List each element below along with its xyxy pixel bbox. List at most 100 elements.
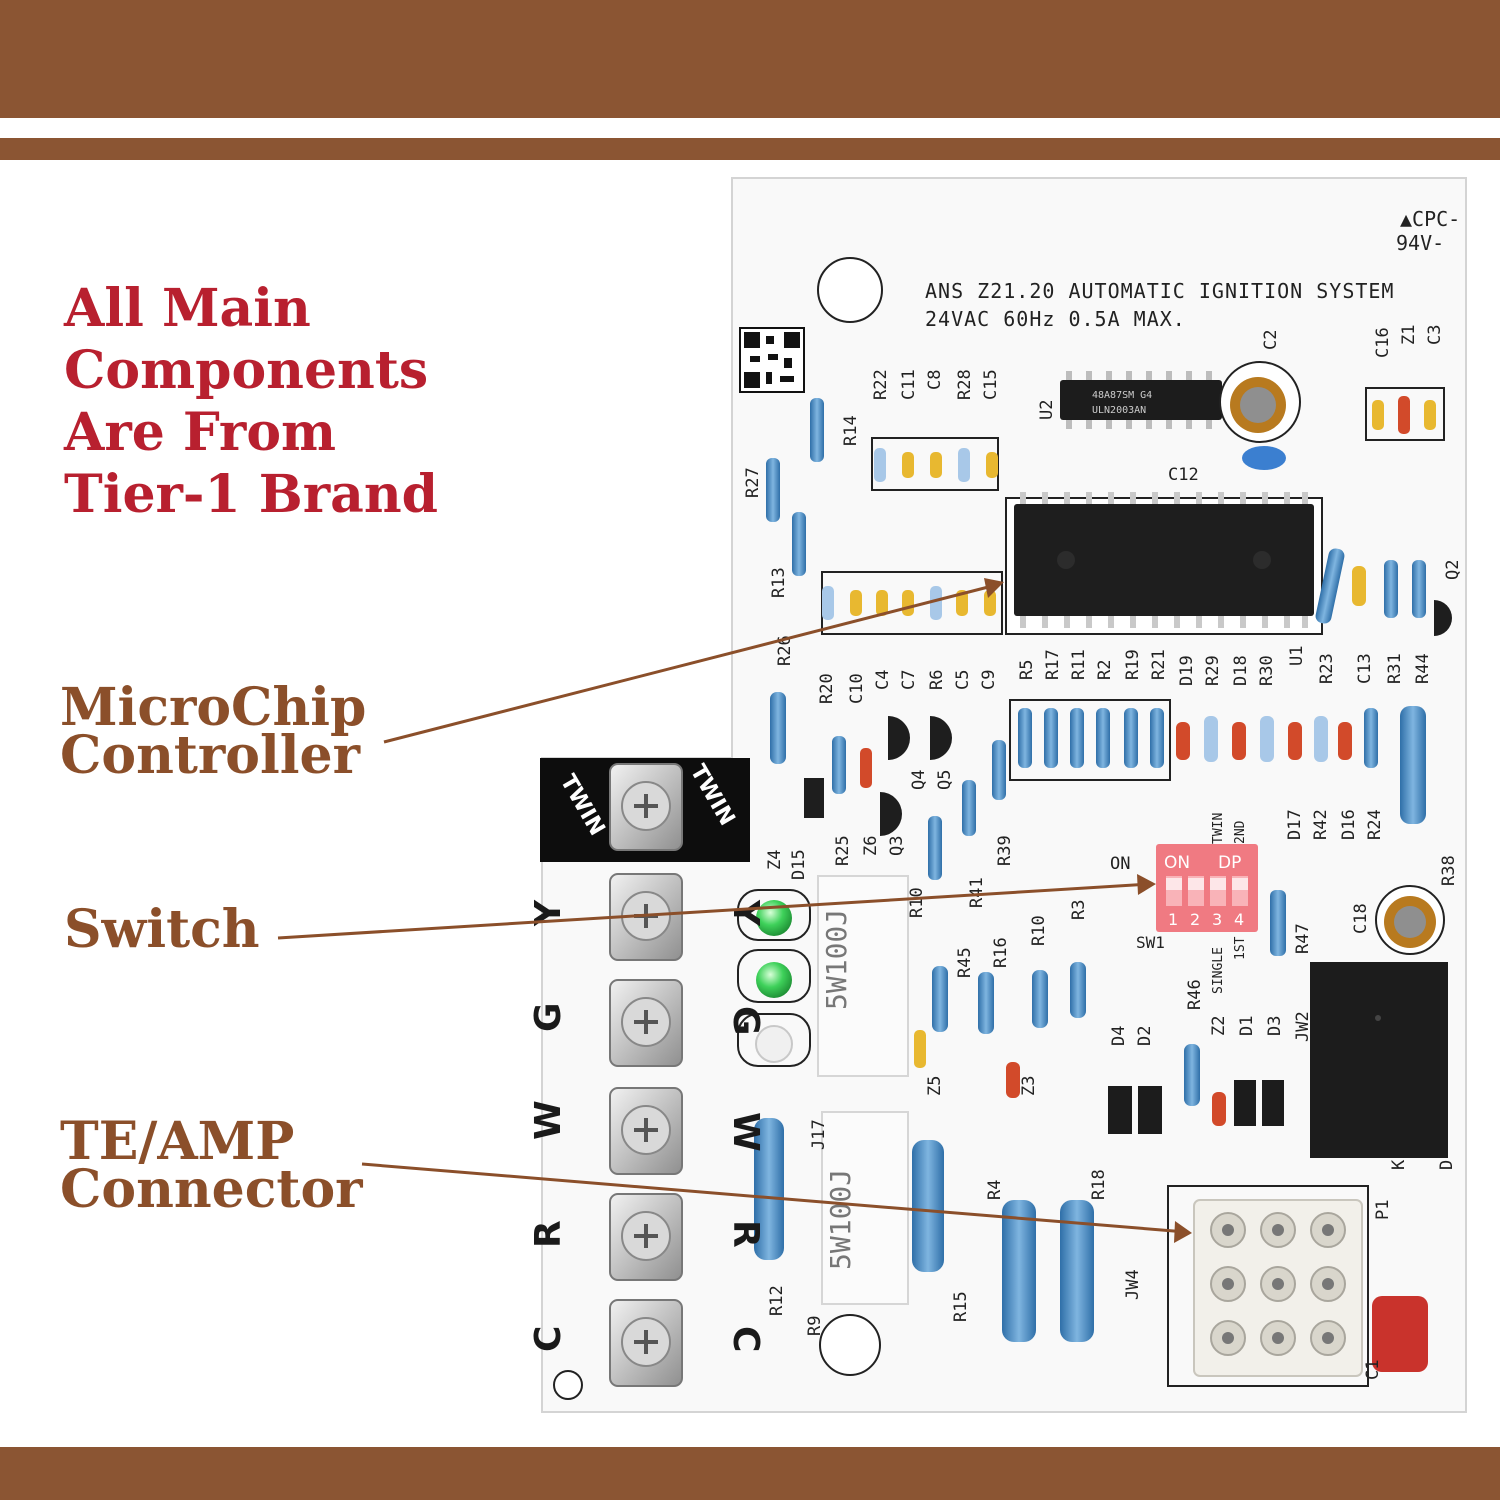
mounting-hole [819,1314,881,1376]
svg-text:JW4: JW4 [1123,1269,1143,1300]
terminal-label-g-left: G [528,1002,569,1032]
svg-text:C9: C9 [979,670,999,690]
svg-text:48A87SM G4: 48A87SM G4 [1092,390,1152,401]
svg-text:Z2: Z2 [1209,1016,1229,1036]
svg-text:C13: C13 [1355,653,1375,684]
headline-line-3: Are From [64,402,337,463]
svg-text:D1: D1 [1237,1016,1257,1036]
svg-text:R10: R10 [907,887,927,918]
svg-text:R15: R15 [951,1291,971,1322]
headline-line-2: Components [64,340,429,401]
bottom-banner-band [0,1447,1500,1500]
svg-text:D: D [1437,1160,1457,1170]
svg-text:R20: R20 [817,673,837,704]
svg-text:R5: R5 [1017,660,1037,680]
svg-text:Z3: Z3 [1019,1076,1039,1096]
svg-text:R29: R29 [1203,655,1223,686]
svg-text:R10: R10 [1029,915,1049,946]
svg-text:C3: C3 [1425,325,1445,345]
svg-text:Q4: Q4 [909,770,929,790]
qr-code [739,327,805,393]
terminal-label-c-right: C [725,1326,766,1352]
svg-text:ULN2003AN: ULN2003AN [1092,405,1146,416]
callout-te-amp-connector: TE/AMP Connector [60,1111,363,1216]
resistor-row-top [766,387,1445,576]
svg-text:1: 1 [1168,910,1178,929]
terminal-label-w-right: W [725,1112,766,1152]
svg-text:C4: C4 [873,670,893,690]
svg-text:R6: R6 [927,670,947,690]
power-resistors: 5W100J 5W100J [754,875,1094,1342]
svg-text:R46: R46 [1185,979,1205,1010]
svg-text:Z4: Z4 [765,850,785,870]
svg-text:C15: C15 [981,369,1001,400]
svg-text:D4: D4 [1109,1026,1129,1046]
u2-driver-chip: 48A87SM G4 ULN2003AN [1060,371,1222,429]
svg-text:C11: C11 [899,369,919,400]
microchip-arrow [383,582,1001,744]
svg-text:U2: U2 [1037,400,1057,420]
terminal-label-r-right: R [725,1220,766,1248]
svg-text:C2: C2 [1261,330,1281,350]
top-banner-stripe [0,138,1500,160]
svg-text:R11: R11 [1069,649,1089,680]
svg-text:R13: R13 [769,567,789,598]
svg-text:C12: C12 [1168,465,1199,485]
te-amp-connector [1167,1185,1369,1387]
svg-text:DP: DP [1218,853,1241,873]
svg-text:2ND: 2ND [1233,820,1248,844]
svg-text:R25: R25 [833,835,853,866]
svg-text:R12: R12 [767,1285,787,1316]
svg-text:ON: ON [1110,854,1130,874]
callout-switch: Switch [64,904,260,956]
top-banner-band [0,0,1500,118]
svg-text:4: 4 [1234,910,1244,929]
svg-text:P1: P1 [1373,1200,1393,1220]
svg-text:JW2: JW2 [1293,1011,1313,1042]
callout-microchip-controller: MicroChip Controller [60,682,366,782]
svg-text:D2: D2 [1135,1026,1155,1046]
svg-text:R41: R41 [967,877,987,908]
callout-arrows [277,578,1192,1243]
svg-text:R21: R21 [1149,649,1169,680]
callout-connector-line-1: TE/AMP [60,1111,295,1172]
svg-text:ON: ON [1164,853,1190,873]
svg-text:R42: R42 [1311,809,1331,840]
svg-text:C18: C18 [1351,903,1371,934]
svg-text:U1: U1 [1287,646,1307,666]
svg-text:R45: R45 [955,947,975,978]
svg-text:C1: C1 [1363,1360,1383,1380]
svg-text:D3: D3 [1265,1016,1285,1036]
svg-text:SW1: SW1 [1136,933,1165,952]
screw-terminals [609,763,683,1387]
svg-text:24VAC 60Hz 0.5A MAX.: 24VAC 60Hz 0.5A MAX. [925,307,1186,331]
svg-text:C5: C5 [953,670,973,690]
svg-text:C10: C10 [847,673,867,704]
svg-text:ANS Z21.20 AUTOMATIC IGNITION: ANS Z21.20 AUTOMATIC IGNITION SYSTEM [925,279,1394,303]
svg-text:R19: R19 [1123,649,1143,680]
terminal-label-y-right: Y [725,899,766,927]
svg-text:94V-: 94V- [1396,231,1444,255]
svg-text:R22: R22 [871,369,891,400]
svg-text:D17: D17 [1285,809,1305,840]
electrolytic-capacitor [1219,361,1301,443]
svg-text:5W100J: 5W100J [820,909,853,1010]
terminal-label-c-left: C [528,1326,569,1352]
svg-text:C16: C16 [1373,327,1393,358]
terminal-label-r-left: R [528,1220,569,1248]
svg-text:SINGLE: SINGLE [1211,947,1226,994]
microcontroller-chip [1005,492,1323,635]
connector-arrow [361,1162,1187,1234]
svg-text:3: 3 [1212,910,1222,929]
svg-text:R31: R31 [1385,653,1405,684]
svg-text:Q3: Q3 [887,836,907,856]
svg-text:R2: R2 [1095,660,1115,680]
svg-text:R30: R30 [1257,655,1277,686]
svg-text:2: 2 [1190,910,1200,929]
svg-text:R47: R47 [1293,923,1313,954]
svg-text:R14: R14 [841,415,861,446]
svg-text:R18: R18 [1089,1169,1109,1200]
svg-text:R4: R4 [985,1180,1005,1200]
svg-text:R39: R39 [995,835,1015,866]
headline-line-4: Tier-1 Brand [64,464,439,525]
